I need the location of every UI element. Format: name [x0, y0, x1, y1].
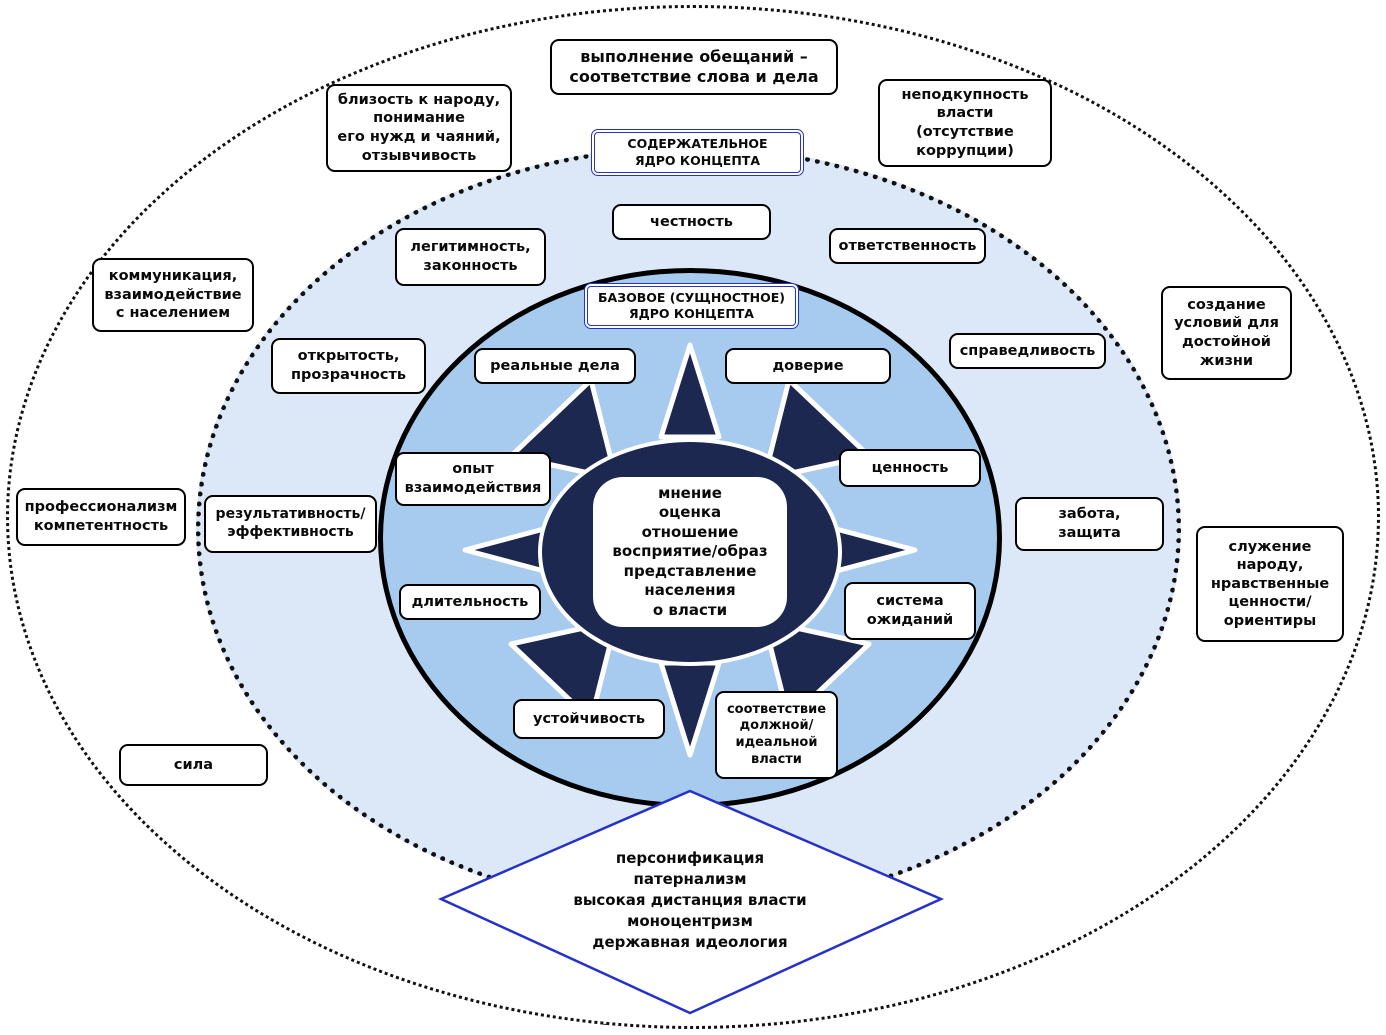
inner-label-trust: доверие: [725, 348, 891, 384]
outer-label-incorruptibility: неподкупность власти (отсутствие коррупц…: [878, 79, 1052, 167]
outer-label-conditions: создание условий для достойной жизни: [1161, 286, 1292, 380]
outer-label-promise: выполнение обещаний – соответствие слова…: [550, 39, 838, 95]
middle-core-title: СОДЕРЖАТЕЛЬНОЕ ЯДРО КОНЦЕПТА: [591, 129, 804, 176]
diamond-label: персонификация патернализм высокая диста…: [573, 848, 807, 951]
middle-label-justice: справедливость: [949, 333, 1106, 369]
inner-label-stability: устойчивость: [513, 699, 665, 739]
middle-label-care: забота, защита: [1015, 497, 1164, 551]
outer-label-strength: сила: [119, 744, 268, 786]
outer-label-professionalism: профессионализм компетентность: [16, 488, 186, 546]
middle-label-honesty: честность: [612, 204, 771, 240]
inner-label-correspondence: соответствие должной/ идеальной власти: [715, 691, 838, 779]
inner-label-interaction-experience: опыт взаимодействия: [395, 452, 551, 506]
inner-label-value: ценность: [839, 449, 981, 487]
middle-label-legitimacy: легитимность, законность: [395, 228, 546, 286]
outer-label-closeness: близость к народу, понимание его нужд и …: [326, 84, 512, 172]
middle-label-effectiveness: результативность/ эффективность: [204, 495, 377, 553]
outer-label-communication: коммуникация, взаимодействие с население…: [92, 258, 254, 332]
inner-label-duration: длительность: [399, 584, 541, 620]
inner-core-title: БАЗОВОЕ (СУЩНОСТНОЕ) ЯДРО КОНЦЕПТА: [584, 283, 799, 329]
inner-label-expectations: система ожиданий: [844, 582, 976, 640]
middle-label-responsibility: ответственность: [829, 228, 986, 264]
outer-label-service: служение народу, нравственные ценности/ …: [1196, 526, 1344, 642]
inner-label-real-deeds: реальные дела: [474, 348, 636, 384]
middle-label-openness: открытость, прозрачность: [271, 338, 426, 394]
center-statement: мнение оценка отношение восприятие/образ…: [593, 477, 787, 627]
